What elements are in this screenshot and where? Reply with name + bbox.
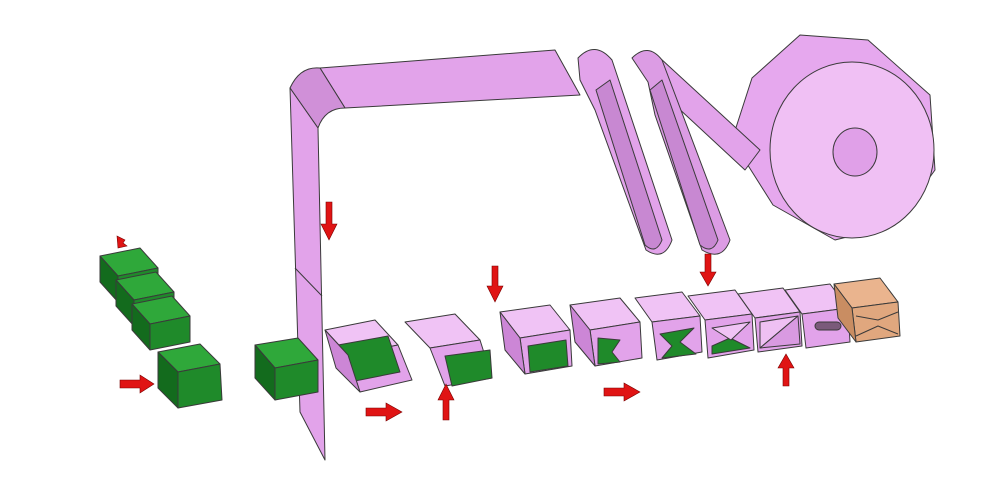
infeed-product-row: [99, 247, 223, 409]
film-web-fold-line: [294, 267, 323, 297]
seal-bar-icon: [814, 321, 842, 331]
wrap-stage-6: [687, 289, 755, 359]
product-box-4: [157, 343, 223, 409]
flow-arrows: [116, 201, 795, 422]
arrow-up-icon: [777, 353, 795, 387]
arrow-right-icon: [365, 402, 403, 422]
film-roll: [731, 34, 936, 241]
film-dancer-loop-left-inner: [595, 79, 663, 250]
film-web-vertical: [289, 87, 326, 461]
product-box-3: [131, 295, 191, 351]
arrow-down-icon: [320, 201, 338, 241]
wrap-stage-1: [324, 319, 413, 393]
wrap-stage-5: [634, 291, 703, 361]
wrap-stage-7: [737, 287, 803, 353]
film-roll-core: [832, 127, 878, 177]
film-web-top: [319, 49, 581, 109]
arrow-down-icon: [116, 235, 128, 249]
wrap-stage-4: [569, 297, 643, 367]
arrow-right-icon: [603, 382, 641, 402]
wrap-stage-2: [404, 313, 493, 387]
film-web-bend: [289, 67, 346, 129]
wrap-stage-3: [499, 304, 573, 375]
arrow-up-icon: [437, 383, 455, 421]
wrapping-stages: [324, 277, 901, 393]
film-dancer-loop-right-inner: [649, 79, 719, 250]
arrow-down-icon: [699, 253, 717, 287]
film-web: [289, 49, 761, 461]
product-entering-film: [254, 337, 319, 401]
arrow-right-icon: [119, 374, 155, 394]
arrow-down-icon: [486, 265, 504, 303]
finished-pack: [833, 277, 901, 343]
